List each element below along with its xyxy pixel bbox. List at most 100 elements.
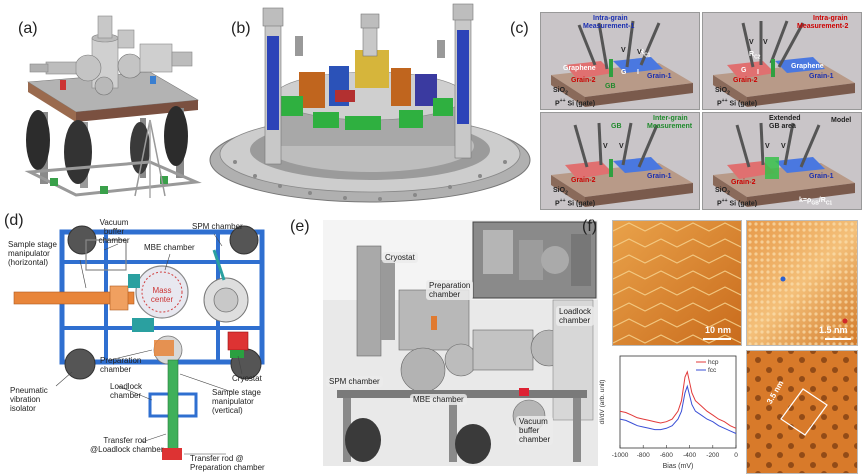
apparatus-3d-render-a bbox=[24, 15, 202, 198]
q4-psi: P++ Si (gate) bbox=[717, 198, 758, 208]
q4-grain1: Grain-1 bbox=[809, 173, 834, 180]
stm-image-atomic: 1.5 nm bbox=[746, 220, 858, 346]
stm-image-moire: 3.5 nm bbox=[746, 350, 858, 474]
q3-v1: V bbox=[603, 143, 608, 150]
q2-g: G bbox=[741, 67, 747, 74]
q2-r: RC2 bbox=[749, 51, 761, 61]
panel-e-label: (e) bbox=[290, 218, 310, 235]
q2-grain1: Grain-1 bbox=[809, 73, 834, 80]
q4-ext-1: Extended bbox=[769, 115, 801, 122]
label-spm-e: SPM chamber bbox=[326, 376, 383, 387]
legend-label-fcc: fcc bbox=[708, 367, 717, 374]
q3-sio2: SiO2 bbox=[553, 187, 568, 197]
schematic-intra-grain-1: Intra-grain Measurement-1 Graphene Grain… bbox=[540, 12, 700, 110]
q4-formula: k=ρGB/RC1 bbox=[799, 197, 833, 207]
y-axis-label: dI/dV (arb. unit) bbox=[599, 380, 606, 425]
x-axis-label: Bias (mV) bbox=[663, 463, 694, 470]
schematic-intra-grain-2: Intra-grain Measurement-2 Graphene Grain… bbox=[702, 12, 862, 110]
q2-i: I bbox=[757, 69, 759, 76]
q1-sio2: SiO2 bbox=[553, 87, 568, 97]
q3-psi: P++ Si (gate) bbox=[555, 198, 596, 208]
panel-f-label: (f) bbox=[582, 218, 598, 235]
q1-graphene: Graphene bbox=[563, 65, 596, 72]
label-transfer-prep-d: Transfer rod @Preparation chamber bbox=[190, 454, 265, 472]
panel-d-label: (d) bbox=[4, 212, 24, 229]
q1-gb: GB bbox=[605, 83, 616, 90]
q3-v2: V bbox=[619, 143, 624, 150]
series-line-hcp bbox=[619, 370, 737, 429]
lab-photo-e bbox=[323, 220, 598, 466]
q3-grain1: Grain-1 bbox=[647, 173, 672, 180]
scale-bar-10nm: 10 nm bbox=[705, 325, 732, 335]
x-tick-label: -800 bbox=[637, 452, 650, 459]
q3-grain2: Grain-2 bbox=[571, 177, 596, 184]
q4-grain2: Grain-2 bbox=[731, 179, 756, 186]
legend-label-hcp: hcp bbox=[708, 359, 719, 366]
schematic-model: Extended GB area Model Grain-2 Grain-1 V… bbox=[702, 112, 862, 210]
x-tick-label: -1000 bbox=[612, 452, 629, 459]
q3-title-1: Inter-grain bbox=[653, 115, 688, 122]
q2-psi: P++ Si (gate) bbox=[717, 98, 758, 108]
x-tick-label: 0 bbox=[734, 452, 738, 459]
label-mbe-e: MBE chamber bbox=[410, 394, 467, 405]
q3-gb: GB bbox=[611, 123, 622, 130]
stm-image-herringbone: 10 nm bbox=[612, 220, 742, 346]
q4-ext-2: GB area bbox=[769, 123, 796, 130]
panel-a-label: (a) bbox=[18, 20, 38, 37]
panel-a: (a) bbox=[0, 0, 210, 210]
q4-v2: V bbox=[781, 143, 786, 150]
q1-v2: V bbox=[637, 49, 642, 56]
q3-title-2: Measurement bbox=[647, 123, 693, 130]
schematic-inter-grain: GB Inter-grain Measurement Grain-2 Grain… bbox=[540, 112, 700, 210]
plot-frame bbox=[619, 355, 737, 449]
q1-title-2: Measurement-1 bbox=[583, 23, 635, 30]
label-spm-chamber-d: SPM chamber bbox=[192, 222, 243, 231]
q2-v1: V bbox=[749, 39, 754, 46]
q2-grain2: Grain-2 bbox=[733, 77, 758, 84]
cryostat-stage-3d-render-b bbox=[209, 3, 531, 203]
label-mbe-chamber-d: MBE chamber bbox=[144, 243, 195, 252]
q2-title-1: Intra-grain bbox=[813, 15, 848, 22]
q2-sio2: SiO2 bbox=[715, 87, 730, 97]
x-tick-label: -600 bbox=[660, 452, 673, 459]
q1-grain2: Grain-2 bbox=[571, 77, 596, 84]
x-tick-label: -200 bbox=[706, 452, 719, 459]
q1-psi: P++ Si (gate) bbox=[555, 98, 596, 108]
q4-sio2: SiO2 bbox=[715, 187, 730, 197]
panel-d: (d) bbox=[0, 210, 290, 475]
panel-c-label: (c) bbox=[510, 20, 529, 37]
q2-graphene: Graphene bbox=[791, 63, 824, 70]
panel-c: (c) Intra-grain Measurement-1 Graphene G… bbox=[510, 0, 864, 210]
q2-title-2: Measurement-2 bbox=[797, 23, 849, 30]
series-line-fcc bbox=[619, 384, 737, 434]
label-transfer-loadlock-d: Transfer rod@Loadlock chamber bbox=[90, 436, 164, 454]
system-layout-schematic-d bbox=[13, 225, 265, 460]
q2-v2: V bbox=[763, 39, 768, 46]
panel-b: (b) bbox=[205, 0, 535, 210]
label-cryostat-d: Cryostat bbox=[232, 374, 262, 383]
x-tick-label: -400 bbox=[683, 452, 696, 459]
q1-r: RC1 bbox=[639, 49, 651, 59]
q1-g: G bbox=[621, 69, 627, 76]
panel-b-label: (b) bbox=[231, 20, 251, 37]
panel-f: (f) 10 nm bbox=[580, 210, 864, 475]
scale-bar-1-5nm: 1.5 nm bbox=[819, 325, 848, 335]
q4-model: Model bbox=[831, 117, 852, 124]
q1-v1: V bbox=[621, 47, 626, 54]
q4-v1: V bbox=[765, 143, 770, 150]
q1-title-1: Intra-grain bbox=[593, 15, 628, 22]
q1-i: I bbox=[637, 69, 639, 76]
